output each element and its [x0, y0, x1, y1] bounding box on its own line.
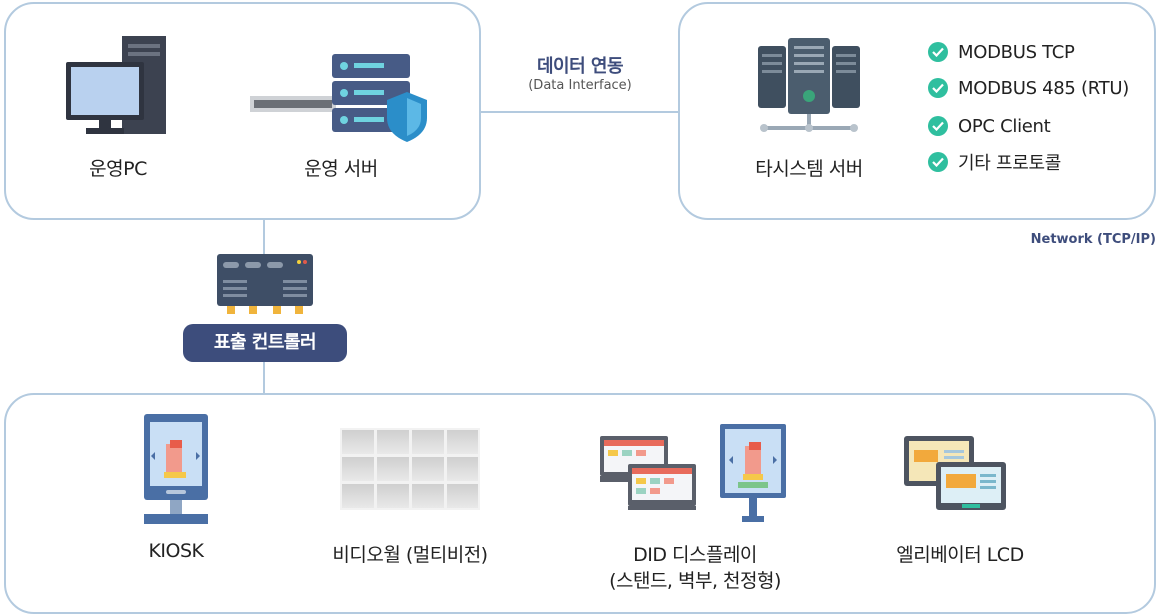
protocol-label: OPC Client: [958, 115, 1051, 137]
data-link-line: [481, 111, 678, 113]
kiosk-icon: [144, 414, 208, 524]
operations-server-label: 운영 서버: [304, 158, 378, 180]
data-link-subtitle: (Data Interface): [528, 78, 632, 93]
did-display-sublabel: (스탠드, 벽부, 천정형): [609, 570, 781, 592]
controller-down-line: [263, 362, 265, 393]
protocol-label: 기타 프로토콜: [958, 153, 1061, 174]
display-controller-badge: 표출 컨트롤러: [183, 324, 347, 362]
data-link-title: 데이터 연동: [536, 56, 624, 77]
protocol-item: MODBUS TCP: [928, 40, 1075, 64]
external-system-panel: [678, 2, 1156, 220]
elevator-lcd-label: 엘리베이터 LCD: [896, 544, 1024, 566]
check-circle-icon: [928, 152, 948, 172]
protocol-item: OPC Client: [928, 114, 1051, 138]
protocol-label: MODBUS 485 (RTU): [958, 77, 1129, 99]
kiosk-label: KIOSK: [148, 540, 204, 562]
external-server-label: 타시스템 서버: [755, 158, 863, 180]
check-circle-icon: [928, 42, 948, 62]
protocol-item: MODBUS 485 (RTU): [928, 76, 1129, 100]
operations-pc-label: 운영PC: [89, 158, 147, 180]
video-wall-icon: [340, 428, 480, 510]
desktop-pc-icon: [66, 36, 166, 134]
did-display-icon: [600, 424, 786, 522]
protocol-item: 기타 프로토콜: [928, 150, 1061, 174]
elevator-lcd-icon: [904, 436, 1006, 510]
server-rack-icon: [758, 38, 860, 132]
check-circle-icon: [928, 78, 948, 98]
did-display-label: DID 디스플레이: [633, 544, 757, 566]
video-wall-label: 비디오월 (멀티비전): [332, 544, 488, 566]
check-circle-icon: [928, 116, 948, 136]
protocol-label: MODBUS TCP: [958, 41, 1075, 63]
shield-server-icon: [250, 54, 427, 142]
network-label: Network (TCP/IP): [1030, 232, 1156, 247]
controller-up-line: [263, 220, 265, 256]
controller-board-icon: [217, 254, 313, 314]
